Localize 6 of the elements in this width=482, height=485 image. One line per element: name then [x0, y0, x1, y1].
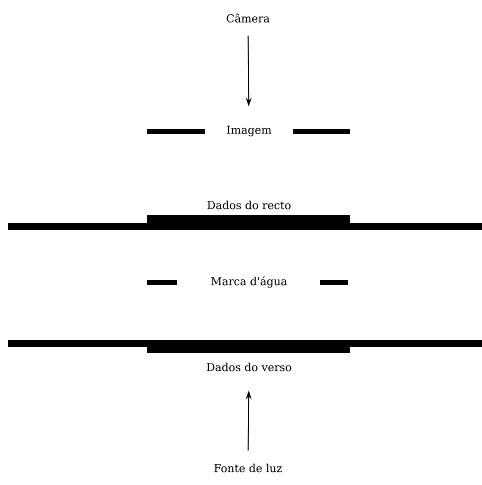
- label-text: Fonte de luz: [214, 464, 282, 472]
- label-text: Marca d'água: [211, 276, 287, 288]
- label-text: Câmera: [226, 14, 270, 22]
- label-text: Dados do verso: [206, 362, 292, 372]
- label-text: Dados do recto: [207, 200, 291, 210]
- label-text: Imagem: [226, 126, 272, 136]
